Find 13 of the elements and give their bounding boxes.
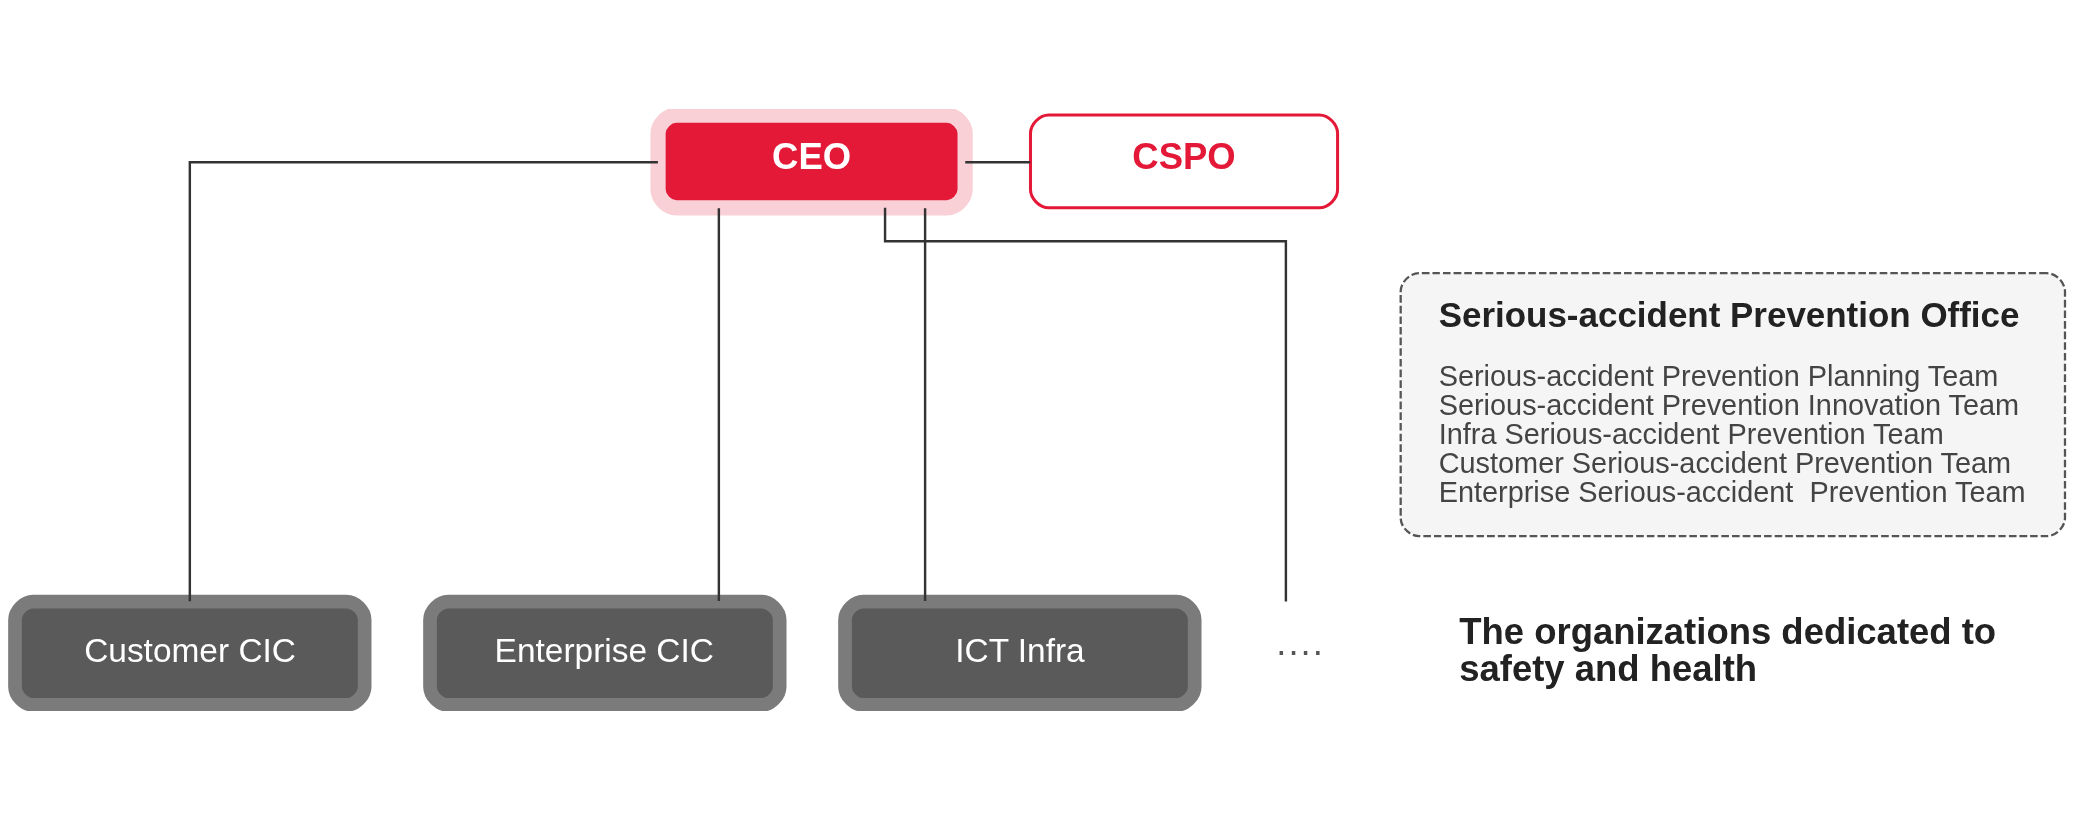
node-box: Enterprise CIC <box>423 594 787 711</box>
node-box: ICT Infra <box>838 594 1202 711</box>
connector <box>923 208 927 601</box>
node-text: ···· <box>1275 629 1324 671</box>
connector <box>965 161 1031 164</box>
node-box: Customer CIC <box>8 594 372 711</box>
connector <box>883 207 1288 602</box>
node-box: CSPO <box>1029 113 1340 210</box>
node-box: Serious-accident Prevention Office Serious-accident Prevention Planning Team Serious-accident Prevention Innovation Team Infra Serious-accident Prevention Team Customer Serious-accident Prevention Team Enterprise Serious-accident Prevention Team <box>1399 272 2067 538</box>
node-label: The organizations dedicated to safety and health <box>1459 611 1997 689</box>
connector <box>717 208 721 601</box>
connector <box>188 161 658 602</box>
node-box: CEO <box>650 109 973 216</box>
